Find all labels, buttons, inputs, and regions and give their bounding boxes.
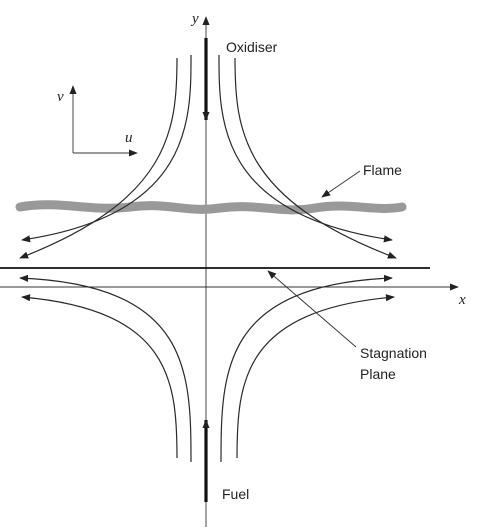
inset-u-label: u	[125, 130, 133, 146]
x-axis-label: x	[458, 292, 466, 308]
stagnation-label-line1: Stagnation	[360, 345, 427, 361]
oxidiser-label: Oxidiser	[226, 39, 278, 55]
flame-band	[15, 200, 407, 215]
stagnation-pointer	[267, 270, 357, 348]
streamline-upper-right-inner	[218, 54, 393, 243]
streamline-lower-left-inner	[19, 274, 192, 463]
streamline-upper-left-inner	[21, 54, 192, 243]
y-axis-label: y	[190, 11, 199, 27]
stagnation-label-line2: Plane	[360, 366, 396, 382]
streamline-lower-right-outer	[236, 294, 395, 459]
streamline-upper-left-outer	[19, 57, 178, 259]
streamline-upper-right-outer	[234, 57, 397, 259]
flame-pointer	[321, 170, 361, 198]
fuel-label: Fuel	[222, 486, 249, 502]
streamline-lower-left-outer	[21, 294, 178, 459]
inset-v-label: v	[57, 89, 64, 105]
flame-label: Flame	[363, 162, 402, 178]
streamline-lower-right-inner	[220, 274, 393, 463]
